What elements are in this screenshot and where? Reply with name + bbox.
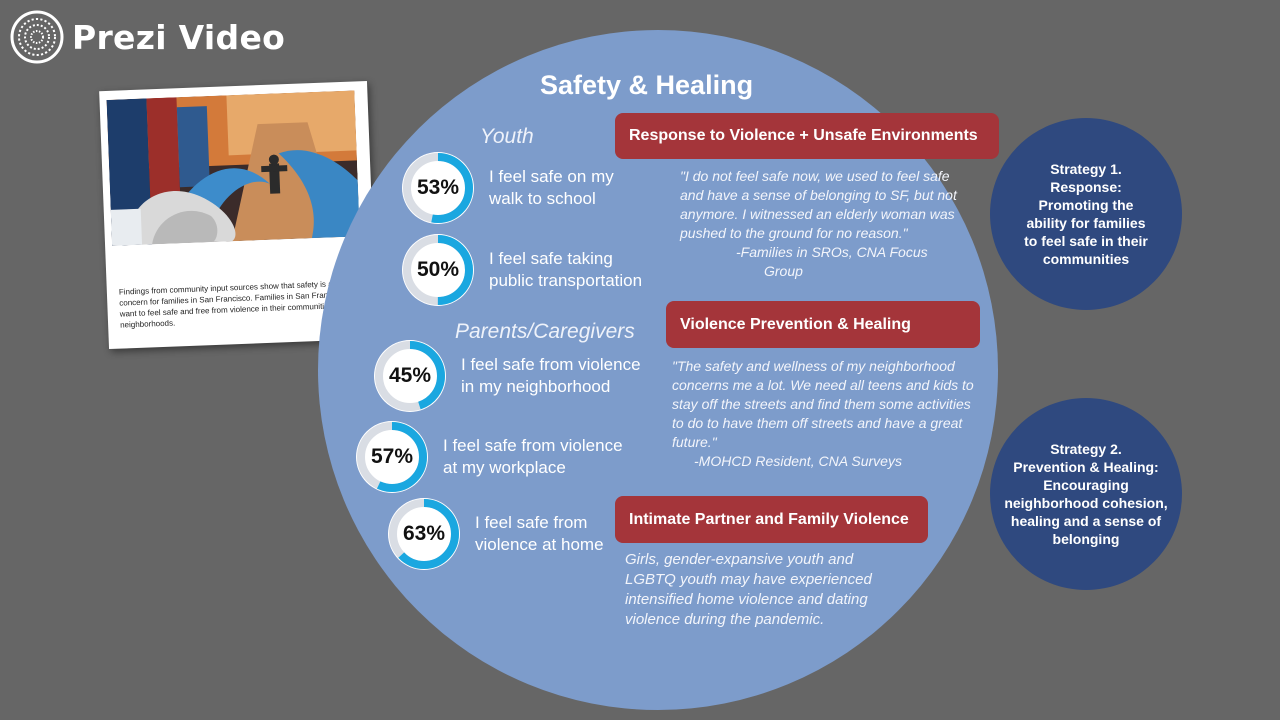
stat-line: I feel safe from violence [443, 436, 623, 455]
stat-description: I feel safe from violence at my workplac… [443, 435, 623, 479]
prezi-video-logo: Prezi Video [10, 10, 285, 64]
quote-line: and have a sense of belonging to SF, but… [680, 187, 957, 203]
donut-fill-arc [403, 153, 473, 223]
strategy-line: Strategy 1. [1050, 161, 1122, 177]
strategy-line: neighborhood cohesion, [1004, 495, 1168, 511]
stat-line: public transportation [489, 271, 643, 290]
strategy-line: belonging [1052, 531, 1120, 547]
stat-item: 53% I feel safe on my walk to school [401, 151, 614, 225]
percent-donut: 57% [355, 420, 429, 494]
photo-card: Findings from community input sources sh… [99, 80, 377, 350]
percent-donut: 53% [401, 151, 475, 225]
strategy-line: Promoting the [1038, 197, 1134, 213]
banner-response-to-violence: Response to Violence + Unsafe Environmen… [615, 113, 999, 159]
quote-line: stay off the streets and find them some … [672, 396, 971, 412]
quote-line: pushed to the ground for no reason." [680, 225, 908, 241]
quote-line: anymore. I witnessed an elderly woman wa… [680, 206, 955, 222]
app-name: Prezi Video [72, 17, 286, 57]
stat-description: I feel safe on my walk to school [489, 166, 614, 210]
banner-intimate-partner-violence: Intimate Partner and Family Violence [615, 496, 928, 543]
quote-line: LGBTQ youth may have experienced [625, 571, 872, 588]
stat-description: I feel safe from violence in my neighbor… [461, 354, 641, 398]
donut-fill-arc [389, 499, 459, 569]
stat-item: 57% I feel safe from violence at my work… [355, 420, 623, 494]
stat-line: at my workplace [443, 458, 566, 477]
quote-line: violence during the pandemic. [625, 611, 825, 628]
stat-line: walk to school [489, 189, 596, 208]
stat-line: I feel safe taking [489, 249, 613, 268]
quote-attribution: -MOHCD Resident, CNA Surveys [694, 453, 902, 469]
donut-fill-arc [403, 235, 473, 305]
stat-line: I feel safe from [475, 513, 588, 532]
donut-background [402, 152, 474, 224]
quote-attribution: Group [764, 263, 803, 279]
quote-families-sros: "I do not feel safe now, we used to feel… [680, 167, 980, 281]
strategy-2-circle: Strategy 2. Prevention & Healing: Encour… [990, 398, 1182, 590]
stat-line: I feel safe from violence [461, 355, 641, 374]
quote-line: to do to have them off streets and have … [672, 415, 963, 431]
slide-title: Safety & Healing [540, 70, 754, 100]
donut-fill-arc [375, 341, 445, 411]
strategy-line: Response: [1050, 179, 1122, 195]
percent-donut: 63% [387, 497, 461, 571]
quote-line: intensified home violence and dating [625, 591, 868, 608]
stat-description: I feel safe from violence at home [475, 512, 604, 556]
strategy-line: ability for families [1026, 215, 1146, 231]
strategy-line: healing and a sense of [1010, 513, 1162, 529]
prezi-logo-icon [10, 10, 64, 64]
percent-label: 57% [370, 445, 414, 468]
quote-line: "I do not feel safe now, we used to feel… [680, 168, 950, 184]
quote-line: Girls, gender-expansive youth and [625, 551, 854, 568]
donut-fill-arc [357, 422, 427, 492]
strategy-1-circle: Strategy 1. Response: Promoting the abil… [990, 118, 1182, 310]
percent-donut: 45% [373, 339, 447, 413]
parents-label: Parents/Caregivers [455, 320, 635, 343]
quote-mohcd-resident: "The safety and wellness of my neighborh… [672, 357, 992, 471]
strategy-line: Encouraging [1043, 477, 1129, 493]
percent-label: 50% [416, 258, 460, 281]
quote-line: "The safety and wellness of my neighborh… [672, 358, 955, 374]
donut-background [356, 421, 428, 493]
stat-line: in my neighborhood [461, 377, 611, 396]
strategy-line: communities [1042, 251, 1130, 267]
banner-violence-prevention: Violence Prevention & Healing [666, 301, 980, 348]
stat-description: I feel safe taking public transportation [489, 248, 642, 292]
stat-line: I feel safe on my [489, 167, 614, 186]
youth-label: Youth [480, 125, 534, 148]
percent-label: 63% [402, 522, 446, 545]
strategy-line: Strategy 2. [1050, 441, 1122, 457]
donut-background [388, 498, 460, 570]
stat-line: violence at home [475, 535, 604, 554]
donut-background [374, 340, 446, 412]
percent-label: 53% [416, 176, 460, 199]
note-lgbtq-youth: Girls, gender-expansive youth and LGBTQ … [625, 550, 925, 630]
stat-item: 63% I feel safe from violence at home [387, 497, 604, 571]
stat-item: 45% I feel safe from violence in my neig… [373, 339, 641, 413]
strategy-line: to feel safe in their [1024, 233, 1148, 249]
donut-background [402, 234, 474, 306]
quote-attribution: -Families in SROs, CNA Focus [736, 244, 928, 260]
percent-donut: 50% [401, 233, 475, 307]
strategy-line: Prevention & Healing: [1013, 459, 1159, 475]
stat-item: 50% I feel safe taking public transporta… [401, 233, 642, 307]
percent-label: 45% [388, 364, 432, 387]
quote-line: future." [672, 434, 717, 450]
quote-line: concerns me a lot. We need all teens and… [672, 377, 974, 393]
mural-photo [106, 90, 360, 246]
